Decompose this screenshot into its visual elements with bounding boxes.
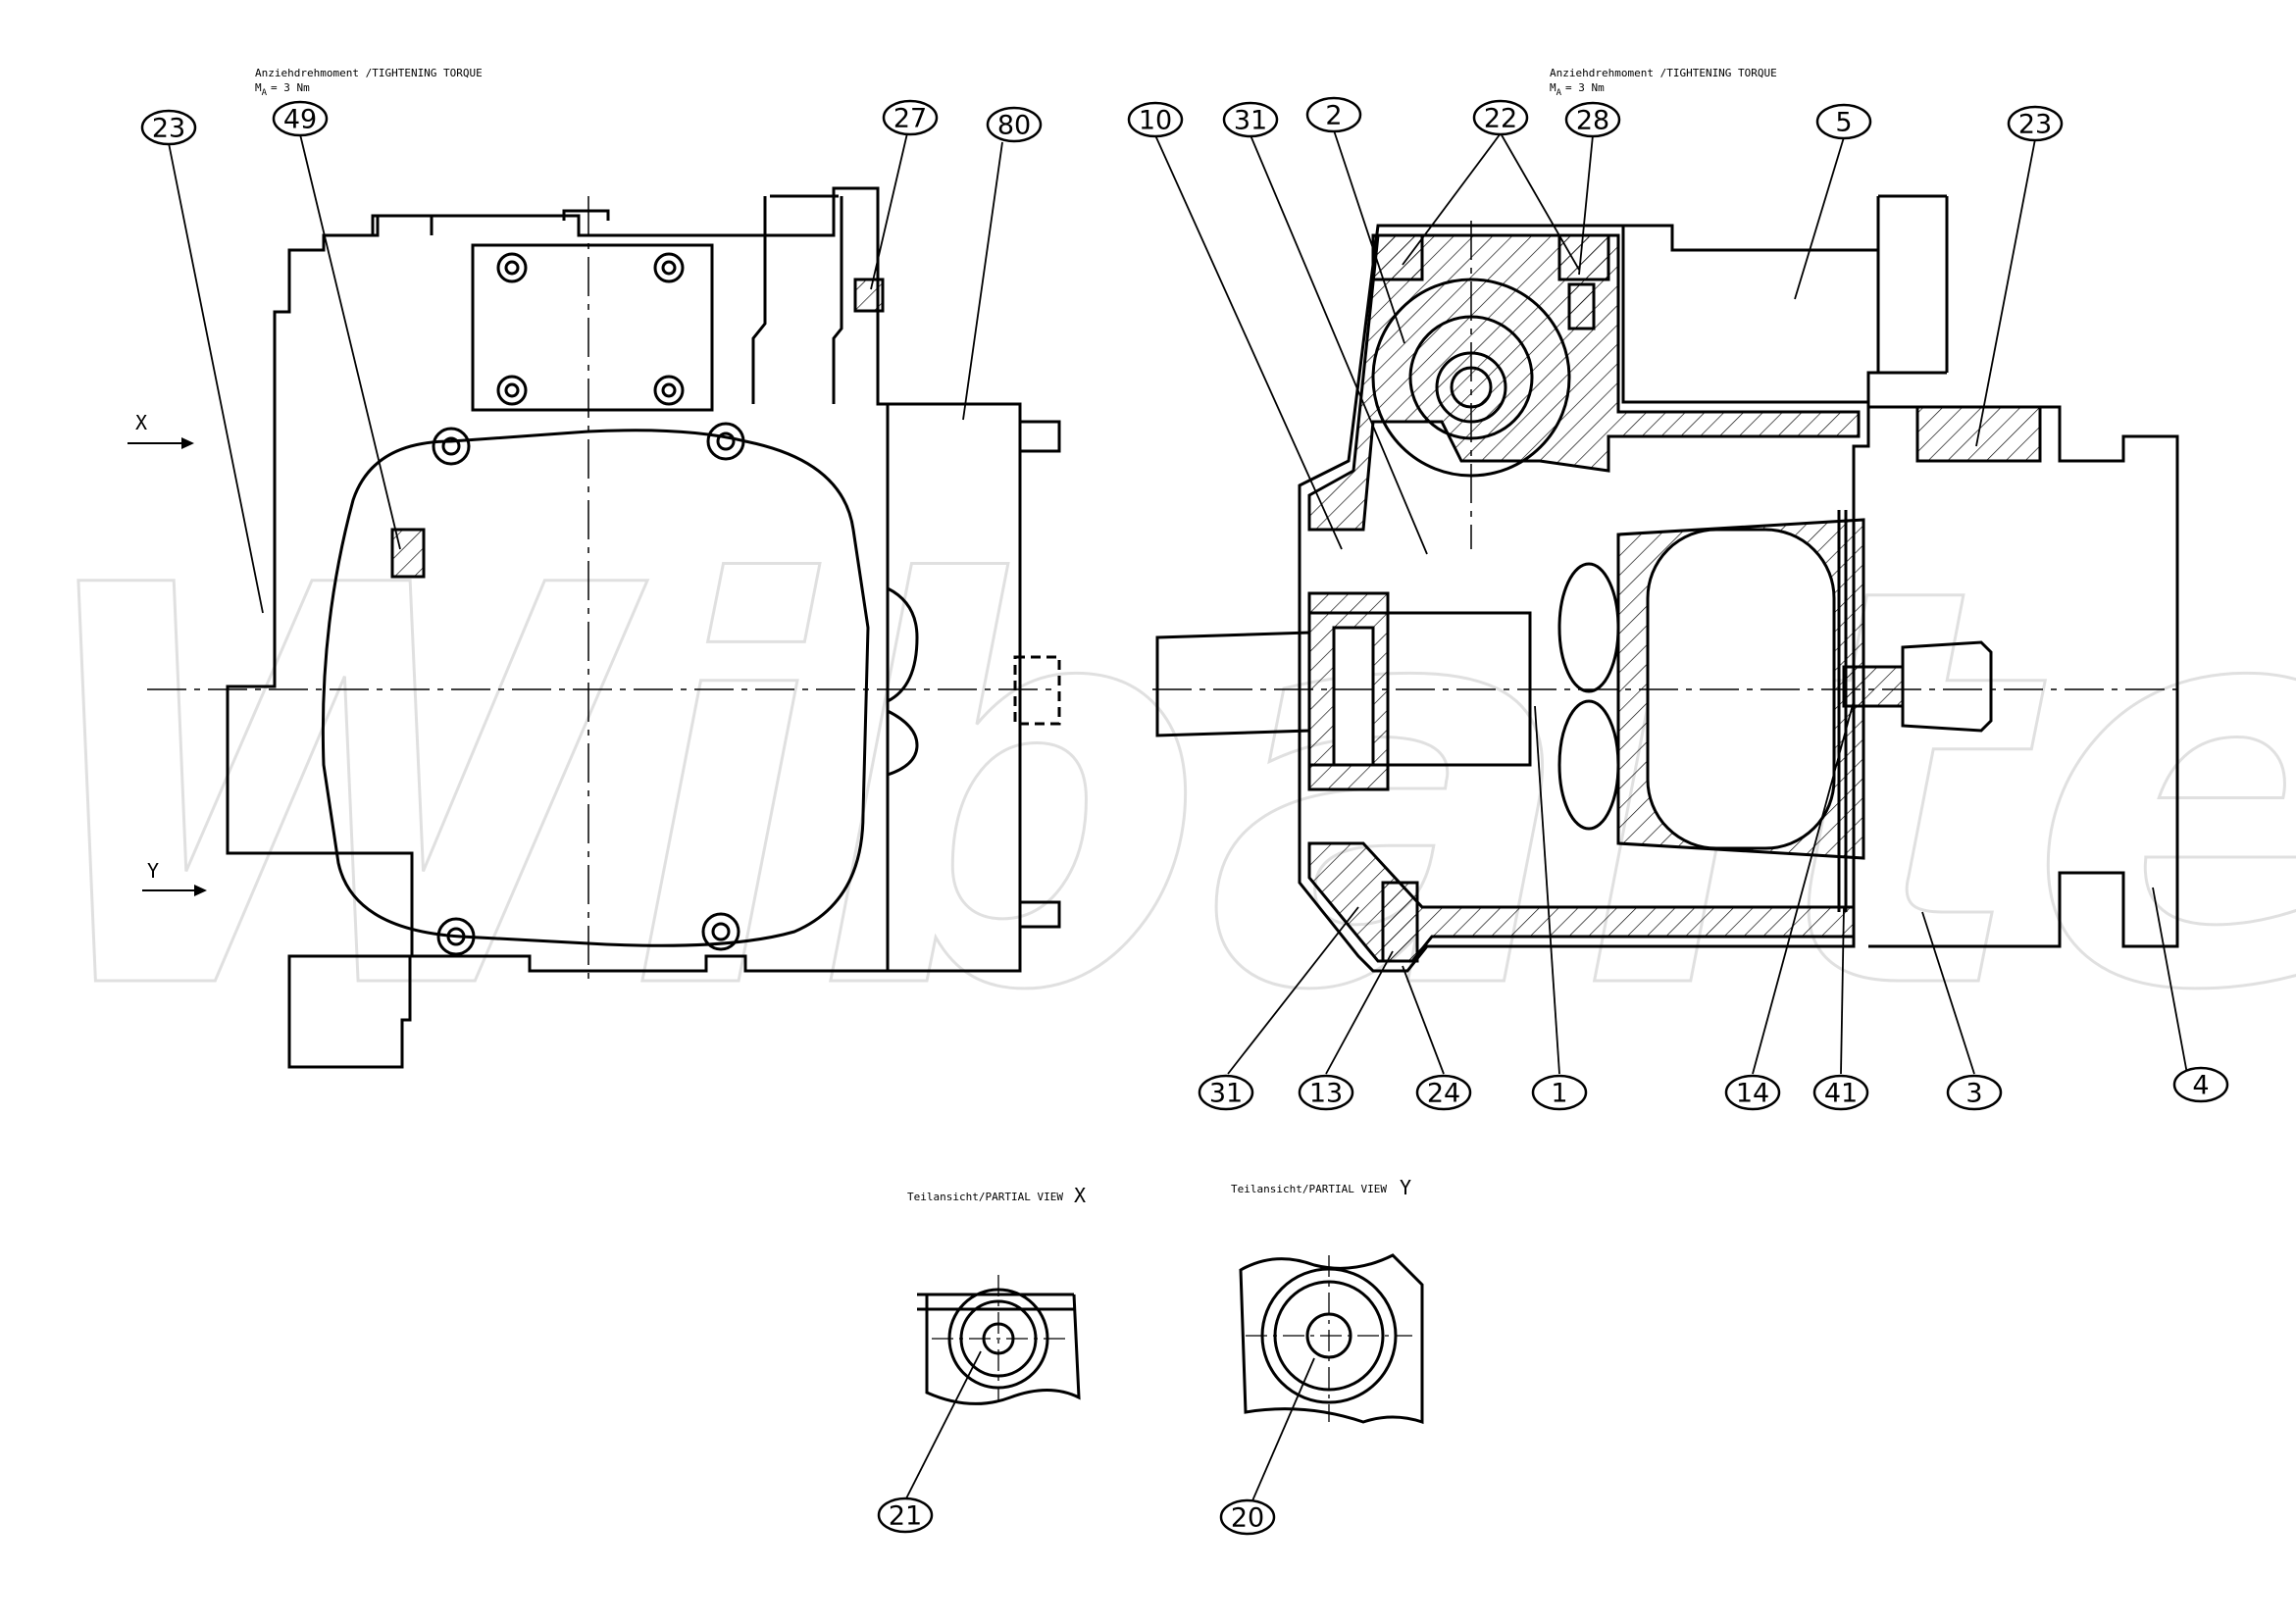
callout-41-label: 41: [1824, 1079, 1858, 1109]
callout-14: 14: [1724, 1074, 1781, 1111]
leader-lines: [168, 129, 2188, 1506]
partial-view-y-letter: Y: [1400, 1176, 1411, 1199]
torque-note-left-line1: Anziehdrehmoment /TIGHTENING TORQUE: [255, 67, 483, 79]
callout-27-label: 27: [893, 104, 927, 134]
right-section-view: [1155, 194, 2179, 973]
callout-28: 28: [1564, 101, 1621, 138]
callout-22: 22: [1472, 99, 1529, 136]
view-arrow-x-label: X: [135, 411, 147, 434]
callout-21-label: 21: [889, 1501, 922, 1532]
callout-3-label: 3: [1965, 1079, 1982, 1109]
view-arrow-y: Y: [142, 859, 207, 896]
callout-23a-label: 23: [152, 114, 185, 144]
callout-23a: 23: [140, 109, 197, 146]
torque-note-left-sub: A: [262, 88, 268, 98]
callout-13: 13: [1298, 1074, 1354, 1111]
callout-1: 1: [1531, 1074, 1588, 1111]
callout-2: 2: [1305, 96, 1362, 133]
partial-view-y: [1239, 1253, 1424, 1425]
callout-23b: 23: [2007, 105, 2064, 142]
callout-23b-label: 23: [2018, 110, 2052, 140]
partial-view-x-caption: Teilansicht/PARTIAL VIEW X: [907, 1184, 1086, 1207]
callout-1-label: 1: [1551, 1079, 1567, 1109]
callout-28-label: 28: [1576, 106, 1609, 136]
callout-31a-label: 31: [1234, 106, 1267, 136]
left-view-centerlines: [147, 196, 1059, 981]
partial-view-y-caption-text: Teilansicht/PARTIAL VIEW: [1231, 1183, 1387, 1195]
torque-note-left: Anziehdrehmoment /TIGHTENING TORQUE MA= …: [255, 67, 483, 98]
callout-22-label: 22: [1484, 104, 1517, 134]
callout-5-label: 5: [1835, 108, 1852, 138]
callout-41: 41: [1812, 1074, 1869, 1111]
svg-text:MA= 3 Nm: MA= 3 Nm: [1550, 81, 1605, 98]
callouts: 23 49 27 80 10 31 2 22 28 5 23 31 13 24 …: [140, 96, 2229, 1536]
callout-3: 3: [1946, 1074, 2003, 1111]
partial-view-y-centerlines: [1246, 1255, 1412, 1422]
partial-view-x-caption-text: Teilansicht/PARTIAL VIEW: [907, 1191, 1063, 1203]
callout-13-label: 13: [1309, 1079, 1343, 1109]
torque-note-right-symbol: M: [1550, 81, 1556, 94]
callout-31b: 31: [1198, 1074, 1254, 1111]
right-view-centerlines: [1152, 221, 2182, 690]
callout-31a: 31: [1222, 101, 1279, 138]
callout-31b-label: 31: [1209, 1079, 1243, 1109]
partial-view-x-centerlines: [932, 1275, 1069, 1402]
left-side-view: [226, 186, 1061, 1069]
torque-note-right-value: = 3 Nm: [1565, 81, 1605, 94]
callout-27: 27: [882, 99, 939, 136]
torque-note-right-sub: A: [1556, 88, 1562, 98]
view-arrow-y-label: Y: [147, 859, 159, 883]
callout-2-label: 2: [1325, 101, 1342, 131]
torque-note-left-symbol: M: [255, 81, 262, 94]
callout-10-label: 10: [1139, 106, 1172, 136]
view-arrow-x: X: [128, 411, 194, 449]
torque-note-left-value: = 3 Nm: [271, 81, 310, 94]
callout-4: 4: [2172, 1066, 2229, 1103]
torque-note-right: Anziehdrehmoment /TIGHTENING TORQUE MA= …: [1550, 67, 1777, 98]
callout-80: 80: [986, 106, 1043, 143]
partial-view-x-letter: X: [1074, 1184, 1086, 1207]
callout-14-label: 14: [1736, 1079, 1769, 1109]
callout-49-label: 49: [283, 105, 317, 135]
callout-4-label: 4: [2192, 1071, 2209, 1101]
callout-20: 20: [1219, 1498, 1276, 1536]
callout-21: 21: [877, 1497, 934, 1534]
callout-24-label: 24: [1427, 1079, 1460, 1109]
callout-10: 10: [1127, 101, 1184, 138]
callout-24: 24: [1415, 1074, 1472, 1111]
partial-view-y-caption: Teilansicht/PARTIAL VIEW Y: [1231, 1176, 1411, 1199]
callout-49: 49: [272, 100, 329, 137]
callout-5: 5: [1815, 103, 1872, 140]
svg-text:MA= 3 Nm: MA= 3 Nm: [255, 81, 310, 98]
callout-80-label: 80: [997, 111, 1031, 141]
partial-view-x: [917, 1288, 1081, 1405]
callout-20-label: 20: [1231, 1503, 1264, 1534]
torque-note-right-line1: Anziehdrehmoment /TIGHTENING TORQUE: [1550, 67, 1777, 79]
